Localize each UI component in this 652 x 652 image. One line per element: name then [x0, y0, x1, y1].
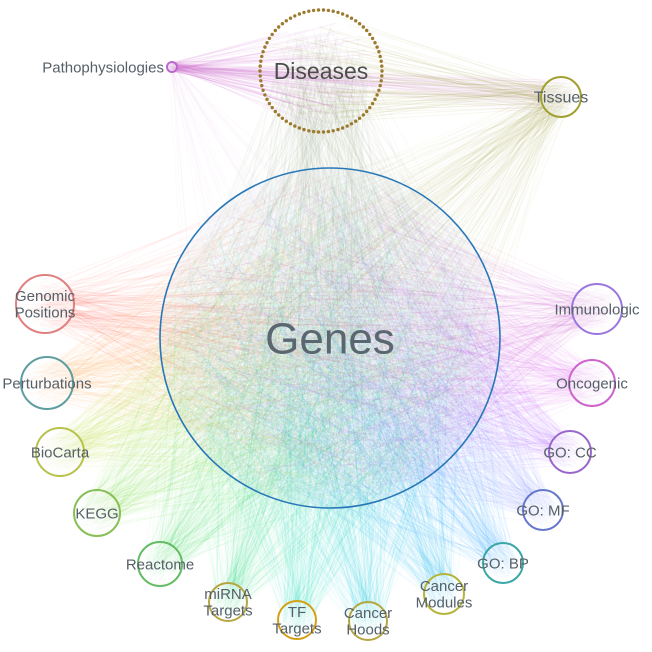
- node-go-cc[interactable]: [548, 430, 592, 474]
- node-diseases-dotted-ring: [258, 8, 384, 134]
- edge-bundle-mirna-targets-genes: [166, 182, 493, 617]
- node-diseases-label: Diseases: [274, 58, 369, 84]
- node-biocarta-label: BioCarta: [31, 444, 90, 461]
- edge-bundle-cancer-modules-genes: [169, 177, 493, 610]
- node-kegg-label: KEGG: [75, 505, 118, 522]
- node-genes-label: Genes: [265, 314, 395, 363]
- node-oncogenic[interactable]: [568, 359, 616, 407]
- node-go-mf[interactable]: [522, 489, 564, 531]
- edge-bundle-oncogenic-genes: [170, 185, 609, 502]
- node-immunologic-label: Immunologic: [554, 301, 640, 318]
- node-reactome-label: Reactome: [126, 556, 194, 573]
- node-pathophysiologies-circle[interactable]: [166, 61, 178, 73]
- node-go-cc-label: GO: CC: [543, 444, 597, 461]
- node-pathophysiologies-label: Pathophysiologies: [42, 59, 164, 76]
- node-pathophysiologies[interactable]: [166, 61, 178, 73]
- node-genomic-positions-circle[interactable]: [15, 274, 75, 334]
- edge-bundle-biocarta-genes: [41, 174, 493, 496]
- node-mirna-targets-circle[interactable]: [208, 582, 248, 622]
- node-diseases[interactable]: [258, 8, 384, 134]
- node-tissues-circle[interactable]: [540, 76, 582, 118]
- node-go-mf-label: GO: MF: [516, 502, 569, 519]
- node-cancer-hoods-circle[interactable]: [348, 601, 388, 641]
- edge-bundle-perturbations-genes: [26, 175, 492, 491]
- node-cancer-modules[interactable]: [423, 573, 465, 615]
- edge-bundle-tissues-diseases: [262, 13, 575, 125]
- node-genomic-positions[interactable]: [15, 274, 75, 334]
- node-tf-targets-circle[interactable]: [277, 600, 317, 640]
- edge-bundle-pathophysiologies-tissues: [167, 62, 579, 117]
- edge-bundle-tf-targets-genes: [173, 175, 490, 635]
- node-layer: [15, 8, 623, 641]
- node-immunologic-circle[interactable]: [571, 283, 623, 335]
- node-oncogenic-label: Oncogenic: [556, 375, 628, 392]
- node-genes[interactable]: [159, 167, 501, 509]
- node-go-bp-label: GO: BP: [477, 555, 529, 572]
- node-mirna-targets[interactable]: [208, 582, 248, 622]
- node-cancer-hoods[interactable]: [348, 601, 388, 641]
- node-genes-circle[interactable]: [159, 167, 501, 509]
- node-oncogenic-circle[interactable]: [568, 359, 616, 407]
- node-go-mf-circle[interactable]: [522, 489, 564, 531]
- node-cancer-modules-circle[interactable]: [423, 573, 465, 615]
- node-tissues-label: Tissues: [534, 90, 589, 107]
- node-go-cc-circle[interactable]: [548, 430, 592, 474]
- edge-bundle-go-bp-genes: [174, 186, 519, 579]
- node-perturbations-label: Perturbations: [2, 375, 91, 392]
- node-go-bp-circle[interactable]: [482, 542, 524, 584]
- edge-bundle-kegg-genes: [79, 177, 487, 532]
- edge-bundle-go-cc-genes: [171, 179, 587, 498]
- node-kegg-circle[interactable]: [73, 489, 121, 537]
- edge-bundle-tissues-genes: [168, 82, 576, 497]
- label-layer: Genes Diseases PathophysiologiesTissuesGen…: [2, 58, 640, 639]
- node-biocarta-circle[interactable]: [35, 427, 85, 477]
- node-go-bp[interactable]: [482, 542, 524, 584]
- node-tf-targets[interactable]: [277, 600, 317, 640]
- node-perturbations[interactable]: [20, 356, 74, 410]
- edge-bundle-pathophysiologies-diseases: [167, 22, 376, 129]
- edge-bundle-cancer-hoods-genes: [167, 174, 483, 637]
- edge-layer: [22, 13, 617, 637]
- node-reactome-circle[interactable]: [137, 541, 183, 587]
- node-reactome[interactable]: [137, 541, 183, 587]
- edge-bundle-diseases-genes: [166, 23, 495, 498]
- node-perturbations-circle[interactable]: [20, 356, 74, 410]
- node-immunologic[interactable]: [571, 283, 623, 335]
- node-kegg[interactable]: [73, 489, 121, 537]
- node-biocarta[interactable]: [35, 427, 85, 477]
- node-tissues[interactable]: [540, 76, 582, 118]
- edge-bundle-genomic-positions-genes: [22, 175, 489, 500]
- edge-bundle-immunologic-genes: [165, 175, 617, 493]
